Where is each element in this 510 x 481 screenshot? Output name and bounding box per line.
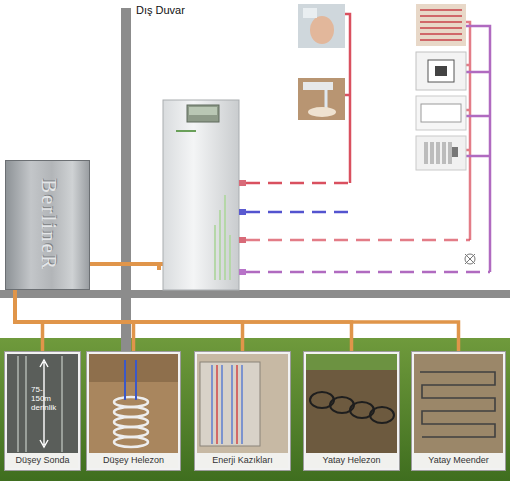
ground-pipe bbox=[15, 290, 352, 352]
hot-water-riser bbox=[345, 14, 350, 183]
display-screen bbox=[189, 107, 217, 115]
coil-feed bbox=[125, 360, 136, 400]
ground-loop-panel: Yatay Helezon bbox=[304, 352, 399, 470]
panel-caption: Enerji Kazıkları bbox=[197, 453, 288, 468]
foundation bbox=[200, 362, 260, 446]
port bbox=[239, 237, 246, 243]
pump-cross bbox=[465, 254, 475, 264]
meander-photo bbox=[412, 352, 505, 455]
ground-loop-panel: Yatay Meender bbox=[412, 352, 505, 470]
fancoil-photo bbox=[416, 96, 466, 130]
heating-flow-riser bbox=[466, 22, 470, 240]
coil-soil bbox=[87, 352, 180, 382]
ceiling-cassette bbox=[428, 60, 454, 82]
meander-pipe bbox=[420, 372, 495, 437]
stripe bbox=[229, 235, 231, 280]
wall-label: Dış Duvar bbox=[136, 4, 185, 16]
trench-photo bbox=[304, 352, 399, 455]
panel-caption: Yatay Helezon bbox=[306, 453, 397, 468]
pump-body bbox=[465, 254, 475, 264]
bath-photos bbox=[298, 4, 345, 120]
heat-pump-unit: BerlineR bbox=[5, 160, 90, 290]
floor-heating-pipes bbox=[420, 10, 462, 40]
coil-turn bbox=[114, 407, 148, 417]
fan-coil bbox=[421, 104, 461, 122]
radiator bbox=[426, 142, 450, 164]
ground-pipe bbox=[15, 290, 459, 352]
cassette-photo bbox=[416, 52, 466, 90]
floor-slab bbox=[0, 290, 510, 298]
horizontal-coil bbox=[310, 392, 394, 423]
cold-water-line bbox=[246, 211, 352, 214]
pile-photo bbox=[195, 352, 290, 455]
cabinet bbox=[163, 100, 239, 290]
heating-return-riser bbox=[466, 26, 490, 272]
cassette-grille bbox=[435, 66, 447, 76]
panel-caption: Düşey Sonda bbox=[7, 453, 78, 468]
tap-photo bbox=[298, 78, 345, 120]
radiator-photo bbox=[416, 136, 466, 170]
pipe bbox=[157, 262, 161, 270]
tap bbox=[303, 82, 333, 90]
ground-pipe bbox=[15, 290, 243, 352]
pipe bbox=[90, 262, 163, 266]
pile-pipes bbox=[212, 365, 242, 444]
panel-caption: Yatay Meender bbox=[414, 453, 503, 468]
trench-grass bbox=[304, 352, 399, 370]
ground-loop-panel: Enerji Kazıkları bbox=[195, 352, 290, 470]
port bbox=[239, 269, 246, 275]
probe-pipes bbox=[18, 356, 62, 452]
shower-person bbox=[310, 16, 334, 44]
pump-symbol bbox=[465, 254, 475, 264]
coil-turn bbox=[114, 397, 148, 407]
vertical-coil bbox=[114, 397, 148, 447]
coil-loop bbox=[370, 407, 394, 423]
shower-head bbox=[303, 8, 317, 18]
pile-pipes bbox=[217, 365, 237, 444]
brand-name: BerlineR bbox=[35, 179, 60, 271]
probe-photo bbox=[5, 352, 80, 455]
floor-heating-photo bbox=[416, 4, 466, 46]
stripe bbox=[224, 195, 226, 280]
grass bbox=[0, 338, 510, 481]
stripe bbox=[214, 225, 216, 280]
coil-turn bbox=[114, 427, 148, 437]
ground-photos bbox=[5, 352, 505, 455]
coil-turn bbox=[114, 437, 148, 447]
coil-photo bbox=[87, 352, 180, 455]
display bbox=[187, 105, 219, 122]
hands bbox=[308, 107, 336, 117]
heating-return-line bbox=[246, 271, 490, 274]
coil-turn bbox=[114, 417, 148, 427]
depth-label: 75-150m derinlik bbox=[31, 385, 57, 413]
ground-pipe bbox=[15, 290, 43, 352]
hot-water-line bbox=[246, 182, 350, 185]
indoor-unit bbox=[163, 100, 246, 290]
water-lines bbox=[246, 14, 490, 272]
panel-caption: Düşey Helezon bbox=[89, 453, 178, 468]
logo-mark bbox=[176, 130, 196, 132]
thermostatic-valve bbox=[452, 147, 458, 157]
soil-gap bbox=[0, 298, 510, 338]
ground-pipe bbox=[15, 290, 134, 352]
stripe bbox=[219, 210, 221, 280]
stripes bbox=[214, 195, 231, 280]
port bbox=[239, 180, 246, 186]
heating-icons bbox=[416, 4, 466, 170]
shower-photo bbox=[298, 4, 345, 48]
port bbox=[239, 209, 246, 215]
ground-loop-panel: Düşey Helezon bbox=[87, 352, 180, 470]
heating-flow-line bbox=[246, 239, 470, 242]
